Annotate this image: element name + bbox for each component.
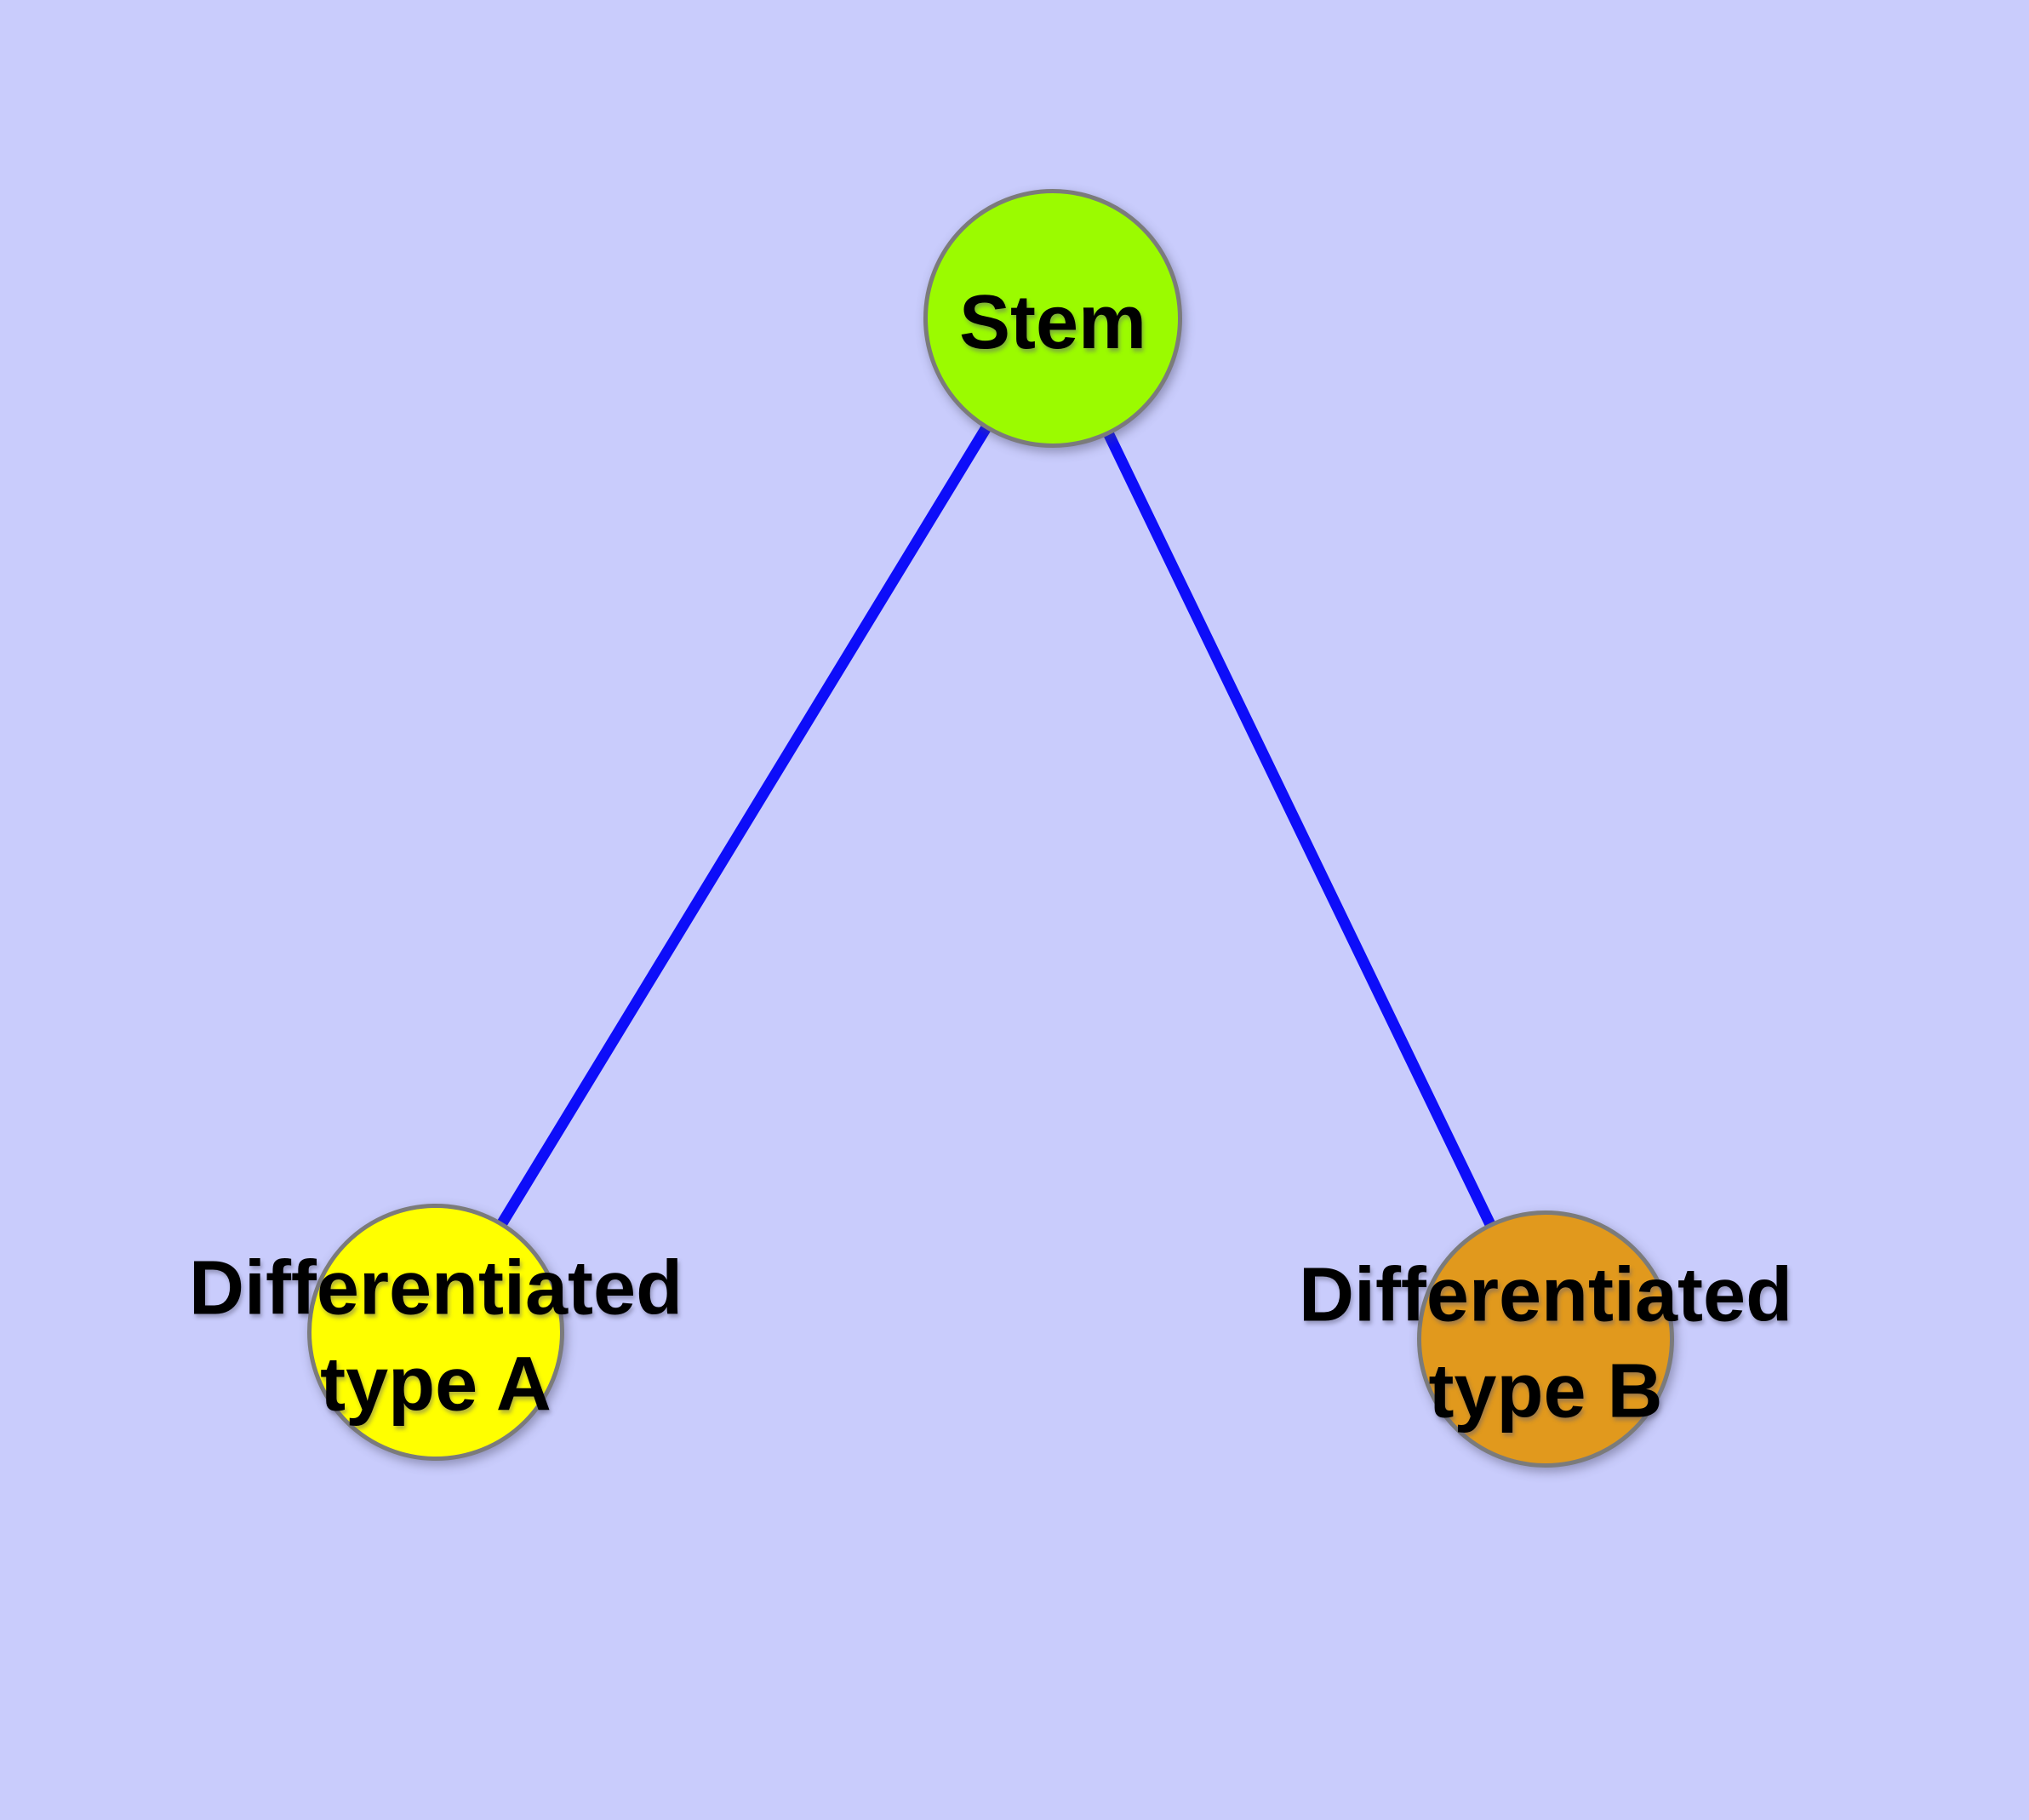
edge-stem-to-type-a: [431, 315, 1058, 1336]
node-stem-label: Stem: [959, 275, 1146, 371]
node-type-a-circle: [307, 1204, 564, 1461]
node-type-b-circle: [1417, 1210, 1674, 1468]
node-type-a-label-line-2: type A: [320, 1342, 552, 1427]
edge-stem-to-type-b: [1048, 316, 1551, 1342]
node-type-a-label-line-1: Differentiated: [188, 1245, 683, 1331]
node-type-a-label: Differentiated type A: [189, 1241, 683, 1433]
node-type-b-label: Differentiated type B: [1299, 1248, 1792, 1439]
node-type-b-label-line-1: Differentiated: [1298, 1252, 1793, 1338]
node-stem-circle: [923, 189, 1182, 448]
node-type-b-label-line-2: type B: [1428, 1348, 1663, 1434]
node-stem-label-line: Stem: [958, 279, 1147, 365]
